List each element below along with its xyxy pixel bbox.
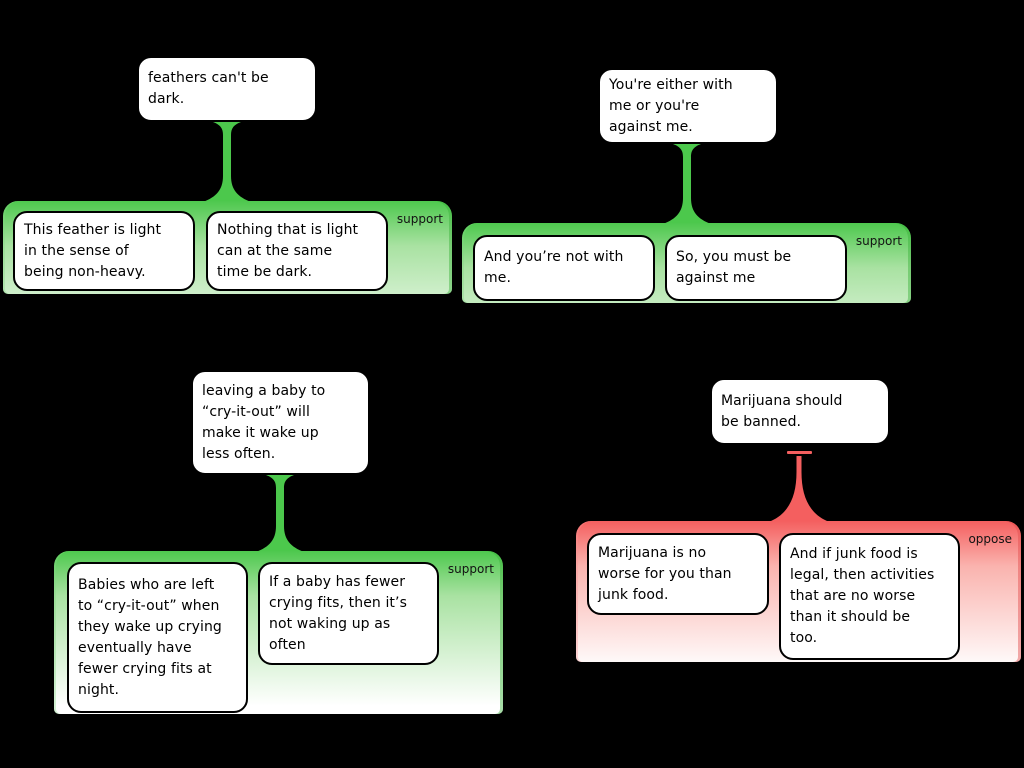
claim-text: You're either with me or you're against … (609, 76, 733, 135)
group-label: support (855, 234, 902, 248)
premise-text: And you’re not with me. (484, 249, 624, 286)
premise-text: If a baby has fewer crying fits, then it… (269, 573, 407, 653)
premise-box[interactable]: Marijuana is no worse for you than junk … (587, 533, 769, 615)
support-connector[interactable] (252, 474, 308, 552)
premise-box[interactable]: And if junk food is legal, then activiti… (779, 533, 960, 660)
claim-text: feathers can't be dark. (148, 70, 269, 107)
support-connector[interactable] (659, 143, 715, 224)
claim-box[interactable]: leaving a baby to “cry-it-out” will make… (191, 370, 370, 475)
premise-text: This feather is light in the sense of be… (24, 221, 162, 280)
claim-text: leaving a baby to “cry-it-out” will make… (202, 382, 326, 462)
premise-text: Marijuana is no worse for you than junk … (598, 544, 732, 603)
premise-box[interactable]: If a baby has fewer crying fits, then it… (258, 562, 439, 665)
premise-text: Babies who are left to “cry-it-out” when… (78, 576, 222, 698)
premise-text: So, you must be against me (676, 249, 792, 286)
support-connector[interactable] (199, 121, 255, 202)
premise-box[interactable]: Babies who are left to “cry-it-out” when… (67, 562, 248, 713)
claim-box[interactable]: You're either with me or you're against … (598, 68, 778, 144)
group-label: oppose (968, 532, 1012, 546)
premise-text: And if junk food is legal, then activiti… (790, 546, 935, 646)
premise-text: Nothing that is light can at the same ti… (217, 221, 359, 280)
group-label: support (447, 562, 494, 576)
claim-text: Marijuana should be banned. (721, 392, 843, 430)
claim-box[interactable]: feathers can't be dark. (137, 56, 317, 122)
premise-box[interactable]: This feather is light in the sense of be… (13, 211, 195, 291)
oppose-bar (787, 451, 812, 454)
oppose-connector[interactable] (769, 456, 829, 521)
group-label: support (396, 212, 443, 226)
premise-box[interactable]: And you’re not with me. (473, 235, 655, 301)
premise-box[interactable]: So, you must be against me (665, 235, 847, 301)
claim-box[interactable]: Marijuana should be banned. (710, 378, 890, 445)
premise-box[interactable]: Nothing that is light can at the same ti… (206, 211, 388, 291)
